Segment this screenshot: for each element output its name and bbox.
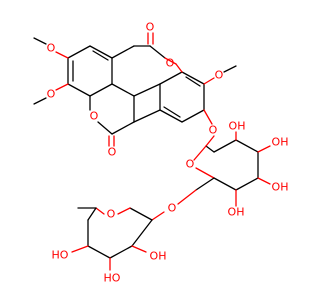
glucose-oh-2: OH bbox=[272, 136, 289, 149]
glucose-ring-oxygen: O bbox=[186, 158, 195, 171]
glucose-ring bbox=[177, 131, 271, 207]
glycosidic-oxygen: O bbox=[209, 124, 218, 137]
methoxy-oxygen-2: O bbox=[47, 88, 56, 101]
rhamnose-oh: OH bbox=[150, 250, 167, 263]
lactone-oxygen-bottom: O bbox=[90, 110, 99, 123]
glucose-oh-3: OH bbox=[272, 181, 289, 194]
rhamnose-ho-1: HO bbox=[52, 249, 69, 262]
ellagic-core bbox=[33, 32, 237, 147]
methoxy-oxygen-3: O bbox=[215, 69, 224, 82]
rhamnose-ho-2: HO bbox=[104, 272, 121, 285]
molecule-structure-diagram: O O O O O O O O O OH OH OH OH O O HO HO … bbox=[33, 21, 289, 285]
linking-oxygen: O bbox=[168, 202, 177, 215]
lactone-oxygen-top: O bbox=[166, 57, 175, 70]
rhamnose-ring bbox=[71, 207, 165, 271]
glucose-oh-1: OH bbox=[229, 120, 246, 133]
glucose-oh-4: OH bbox=[228, 206, 245, 219]
carbonyl-oxygen-bottom: O bbox=[108, 146, 117, 159]
rhamnose-ring-oxygen: O bbox=[107, 208, 116, 221]
methoxy-oxygen-1: O bbox=[47, 42, 56, 55]
atom-labels: O O O O O O O O O OH OH OH OH O O HO HO … bbox=[47, 21, 289, 285]
carbonyl-oxygen-top: O bbox=[146, 21, 155, 34]
